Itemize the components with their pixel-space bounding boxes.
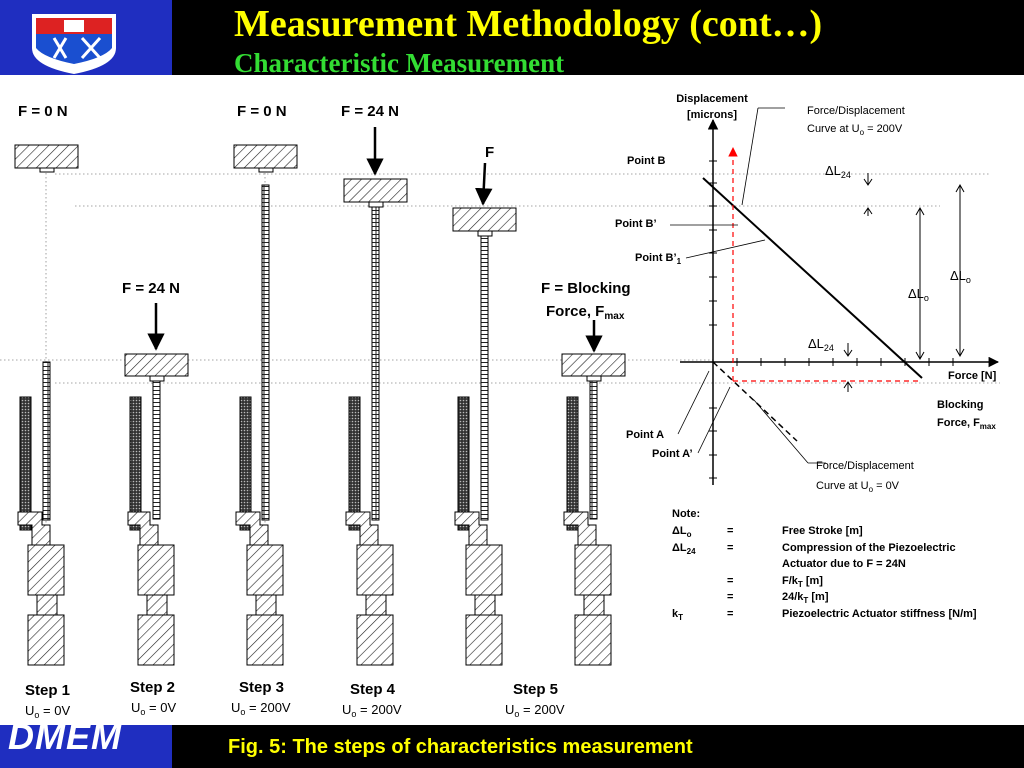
header-bar: [172, 0, 1024, 78]
step-5-label: Step 5: [513, 681, 558, 698]
step-3-force-label: F = 0 N: [237, 103, 287, 120]
point-b-prime-label: Point B’: [615, 218, 657, 230]
step-3-assembly: [233, 144, 298, 666]
step-2-label: Step 2: [130, 679, 175, 696]
measurement-diagram: F = 0 N F = 0 N F = 24 N F F = 24 N F = …: [0, 93, 1000, 720]
y-axis-label-line1: Displacement: [676, 93, 748, 105]
step-1-assembly: [14, 144, 79, 666]
x-axis-label: Force [N]: [948, 370, 997, 382]
step-4-voltage: Uo = 200V: [342, 702, 402, 719]
note-row-5-eq: =: [727, 591, 733, 603]
diagram-panel: F = 0 N F = 0 N F = 24 N F F = 24 N F = …: [0, 75, 1024, 725]
blocking-force-label-line1: F = Blocking: [541, 280, 631, 297]
note-row-1-desc: Free Stroke [m]: [782, 525, 863, 537]
step-5-force-label: F: [485, 144, 494, 161]
note-row-2-symbol: ΔL24: [672, 542, 696, 556]
step-4-label: Step 4: [350, 681, 396, 698]
step-2-assembly: [124, 303, 189, 666]
note-row-1-eq: =: [727, 525, 733, 537]
note-row-3-desc: Actuator due to F = 24N: [782, 558, 906, 570]
note-row-1-symbol: ΔLo: [672, 525, 692, 539]
step-1-label: Step 1: [25, 682, 70, 699]
point-b-label: Point B: [627, 155, 666, 167]
slide-title: Measurement Methodology (cont…): [234, 3, 823, 45]
step-1-force-label: F = 0 N: [18, 103, 68, 120]
delta-lo-inner-label: ΔLo: [908, 286, 929, 303]
step-2-voltage: Uo = 0V: [131, 700, 176, 717]
curve-0v-label-line2: Curve at Uo = 0V: [816, 480, 900, 494]
step-2-force-label: F = 24 N: [122, 280, 180, 297]
dmem-logo: DMEM: [8, 716, 122, 757]
blocking-force-graph-label-line1: Blocking: [937, 399, 983, 411]
reference-lines: [0, 173, 1000, 384]
curve-0v-label-line1: Force/Displacement: [816, 460, 914, 472]
point-a-prime-label: Point A’: [652, 448, 693, 460]
note-row-5-desc: 24/kT [m]: [782, 591, 829, 605]
delta-lo-outer-label: ΔLo: [950, 268, 971, 285]
note-heading: Note:: [672, 508, 700, 520]
force-displacement-graph: Displacement [microns] Force/Displacemen…: [615, 93, 1000, 494]
note-row-2-eq: =: [727, 542, 733, 554]
figure-caption: Fig. 5: The steps of characteristics mea…: [228, 736, 693, 758]
slide-subtitle: Characteristic Measurement: [234, 48, 565, 78]
note-row-4-eq: =: [727, 575, 733, 587]
step-1-voltage: Uo = 0V: [25, 703, 70, 720]
step-3-label: Step 3: [239, 679, 284, 696]
curve-200v-line: [702, 177, 923, 379]
note-row-6-desc: Piezoelectric Actuator stiffness [N/m]: [782, 608, 977, 620]
blocking-force-label-line2: Force, Fmax: [546, 303, 625, 322]
curve-200v-label-line2: Curve at Uo = 200V: [807, 123, 903, 137]
delta-l24-lower-label: ΔL24: [808, 336, 834, 353]
step-5a-assembly: [452, 162, 517, 666]
note-row-6-symbol: kT: [672, 608, 683, 622]
note-row-2-desc: Compression of the Piezoelectric: [782, 542, 956, 554]
step-3-voltage: Uo = 200V: [231, 700, 291, 717]
y-axis-label-line2: [microns]: [687, 109, 737, 121]
note-row-6-eq: =: [727, 608, 733, 620]
delta-l24-upper-label: ΔL24: [825, 163, 851, 180]
step-4-force-label: F = 24 N: [341, 103, 399, 120]
step-5-voltage: Uo = 200V: [505, 702, 565, 719]
university-crest-icon: [32, 14, 116, 74]
note-block: Note: ΔLo = Free Stroke [m] ΔL24 = Compr…: [672, 508, 977, 622]
blocking-force-graph-label-line2: Force, Fmax: [937, 417, 996, 431]
point-b-prime1-label: Point B’1: [635, 252, 682, 266]
point-a-label: Point A: [626, 429, 664, 441]
curve-200v-label-line1: Force/Displacement: [807, 105, 905, 117]
step-5b-assembly: [561, 320, 626, 666]
step-labels: Step 1 Step 2 Step 3 Step 4 Step 5 Uo = …: [25, 679, 565, 720]
note-row-4-desc: F/kT [m]: [782, 575, 823, 589]
footer-bar: [172, 725, 1024, 768]
step-4-assembly: [343, 127, 408, 666]
